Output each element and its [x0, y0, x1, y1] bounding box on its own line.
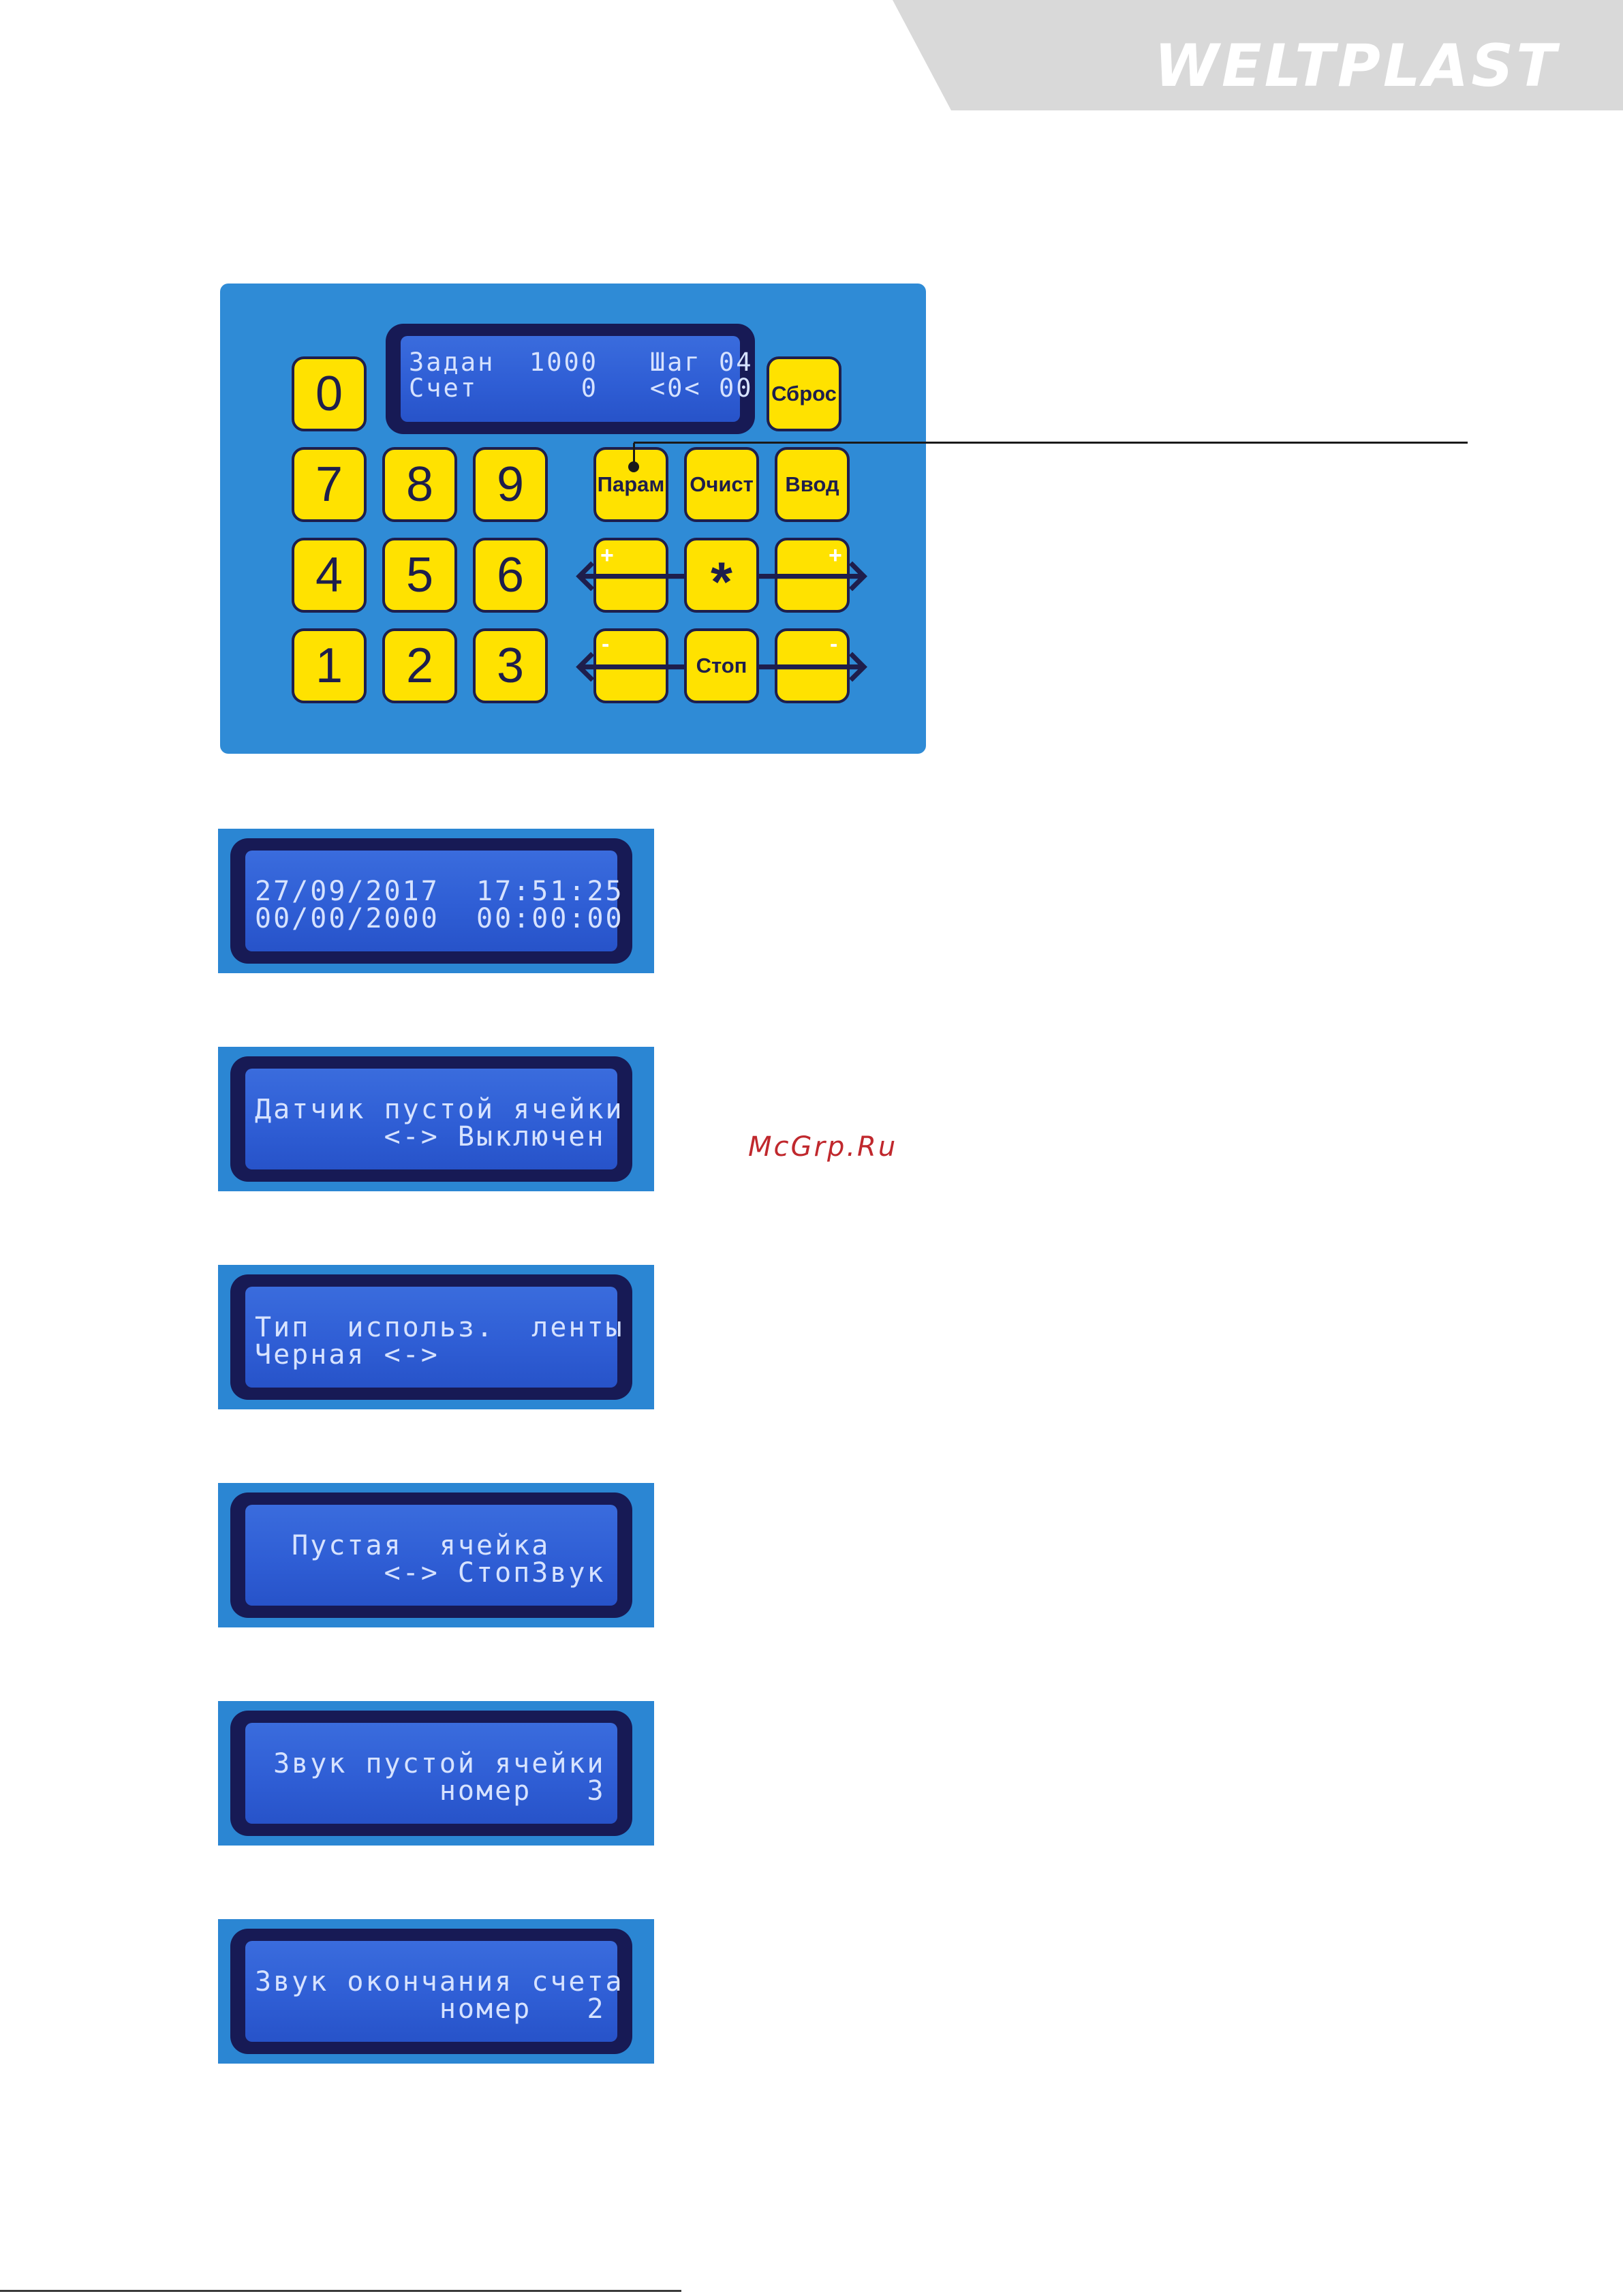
- left-minus-button[interactable]: 🡐: [572, 628, 690, 703]
- key-3[interactable]: 3: [473, 628, 548, 703]
- brand-logo: WELTPLAST: [1154, 32, 1559, 100]
- stop-button[interactable]: Стоп: [684, 628, 759, 703]
- minus-sign: -: [602, 631, 610, 657]
- screen-empty-cell-sensor: Датчик пустой ячейки <-> Выключен: [218, 1047, 654, 1191]
- lcd-frame: Тип использ. ленты Черная <->: [230, 1274, 632, 1400]
- screen-count-end-sound: Звук окончания счета номер 2: [218, 1919, 654, 2064]
- left-plus-button[interactable]: 🡐: [572, 538, 690, 613]
- callout-dot: [628, 461, 639, 472]
- watermark: McGrp.Ru: [748, 1131, 898, 1163]
- lcd-screen: 27/09/2017 17:51:25 00/00/2000 00:00:00: [245, 851, 624, 951]
- brand-band: [893, 0, 1623, 110]
- right-minus-button[interactable]: 🡒: [754, 628, 871, 703]
- callout-stem: [633, 443, 635, 465]
- lcd-screen: Тип использ. ленты Черная <->: [245, 1287, 624, 1388]
- lcd-line2: Черная <->: [255, 1339, 439, 1371]
- reset-button[interactable]: Сброс: [767, 356, 841, 431]
- param-button[interactable]: Парам: [593, 447, 668, 522]
- lcd-line2: <-> Выключен: [255, 1121, 606, 1152]
- lcd-line1: Датчик пустой ячейки: [255, 1094, 624, 1125]
- arrow-left-icon: 🡐: [572, 641, 690, 690]
- lcd-frame: Звук окончания счета номер 2: [230, 1929, 632, 2054]
- enter-button[interactable]: Ввод: [775, 447, 850, 522]
- footer-rule: [0, 2290, 681, 2292]
- key-5[interactable]: 5: [382, 538, 457, 613]
- main-display-line1: Задан 1000 Шаг 04: [409, 348, 754, 377]
- clear-button[interactable]: Очист: [684, 447, 759, 522]
- arrow-right-icon: 🡒: [754, 551, 871, 600]
- callout-line: [634, 442, 1468, 444]
- star-button[interactable]: *: [684, 538, 759, 613]
- key-4[interactable]: 4: [292, 538, 367, 613]
- lcd-line2: <-> СтопЗвук: [255, 1557, 606, 1589]
- key-8[interactable]: 8: [382, 447, 457, 522]
- lcd-frame: 27/09/2017 17:51:25 00/00/2000 00:00:00: [230, 838, 632, 964]
- minus-sign: -: [830, 631, 838, 657]
- main-display: Задан 1000 Шаг 04 Счет 0 <0< 00: [386, 324, 755, 434]
- lcd-line1: Пустая ячейка: [255, 1530, 551, 1561]
- right-plus-button[interactable]: 🡒: [754, 538, 871, 613]
- lcd-line1: 27/09/2017 17:51:25: [255, 876, 624, 907]
- screen-datetime: 27/09/2017 17:51:25 00/00/2000 00:00:00: [218, 829, 654, 973]
- control-panel: Задан 1000 Шаг 04 Счет 0 <0< 00 0 Сброс …: [220, 284, 926, 754]
- lcd-line2: номер 3: [255, 1775, 606, 1807]
- key-7[interactable]: 7: [292, 447, 367, 522]
- main-display-line2: Счет 0 <0< 00: [409, 373, 754, 403]
- lcd-line2: 00/00/2000 00:00:00: [255, 903, 624, 934]
- arrow-right-icon: 🡒: [754, 641, 871, 690]
- lcd-screen: Пустая ячейка <-> СтопЗвук: [245, 1505, 617, 1606]
- lcd-line1: Звук окончания счета: [255, 1966, 624, 1997]
- plus-sign: +: [600, 542, 614, 568]
- arrow-left-icon: 🡐: [572, 551, 690, 600]
- lcd-screen: Датчик пустой ячейки <-> Выключен: [245, 1069, 624, 1169]
- main-display-screen: Задан 1000 Шаг 04 Счет 0 <0< 00: [401, 336, 754, 422]
- key-1[interactable]: 1: [292, 628, 367, 703]
- lcd-frame: Пустая ячейка <-> СтопЗвук: [230, 1493, 632, 1618]
- key-9[interactable]: 9: [473, 447, 548, 522]
- lcd-frame: Датчик пустой ячейки <-> Выключен: [230, 1056, 632, 1182]
- star-icon: *: [711, 551, 732, 613]
- screen-empty-cell-sound: Звук пустой ячейки номер 3: [218, 1701, 654, 1846]
- key-0[interactable]: 0: [292, 356, 367, 431]
- lcd-frame: Звук пустой ячейки номер 3: [230, 1711, 632, 1836]
- key-6[interactable]: 6: [473, 538, 548, 613]
- lcd-line1: Звук пустой ячейки: [255, 1748, 606, 1779]
- lcd-line1: Тип использ. ленты: [255, 1312, 624, 1343]
- key-2[interactable]: 2: [382, 628, 457, 703]
- screen-empty-cell: Пустая ячейка <-> СтопЗвук: [218, 1483, 654, 1627]
- plus-sign: +: [829, 542, 842, 568]
- lcd-screen: Звук пустой ячейки номер 3: [245, 1723, 617, 1824]
- screen-tape-type: Тип использ. ленты Черная <->: [218, 1265, 654, 1409]
- lcd-line2: номер 2: [255, 1993, 606, 2025]
- lcd-screen: Звук окончания счета номер 2: [245, 1941, 624, 2042]
